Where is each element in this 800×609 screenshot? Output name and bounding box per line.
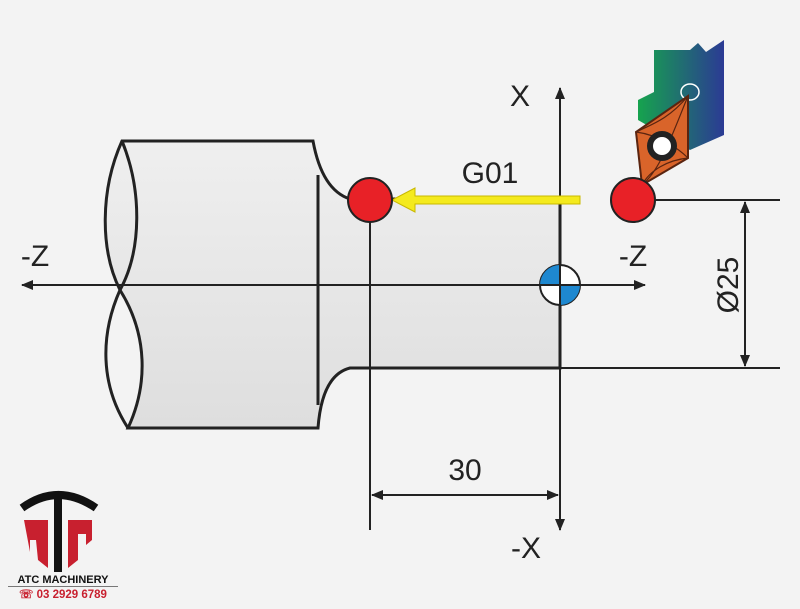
length-label: 30	[448, 454, 481, 487]
x-axis-label: X	[510, 80, 530, 113]
minus-x-label: -X	[511, 532, 541, 565]
company-phone: ☏ 03 2929 6789	[8, 587, 118, 601]
feed-arrow	[390, 187, 581, 213]
start-point	[610, 177, 656, 223]
minus-z-left-label: -Z	[21, 240, 49, 273]
phone-number: 03 2929 6789	[36, 589, 107, 601]
company-name: ATC MACHINERY	[8, 574, 118, 587]
diameter-dimension: Ø25	[712, 201, 750, 367]
minus-z-right-label: -Z	[619, 240, 647, 273]
atc-logo-icon	[19, 491, 99, 572]
diameter-label: Ø25	[712, 257, 745, 314]
g01-label: G01	[462, 157, 519, 190]
company-logo: ATC MACHINERY ☏ 03 2929 6789	[8, 490, 118, 601]
cutting-tool-icon	[634, 40, 724, 187]
length-dimension: 30	[371, 454, 559, 500]
origin-icon	[539, 264, 581, 306]
end-point	[347, 177, 393, 223]
phone-icon: ☏	[19, 589, 37, 601]
